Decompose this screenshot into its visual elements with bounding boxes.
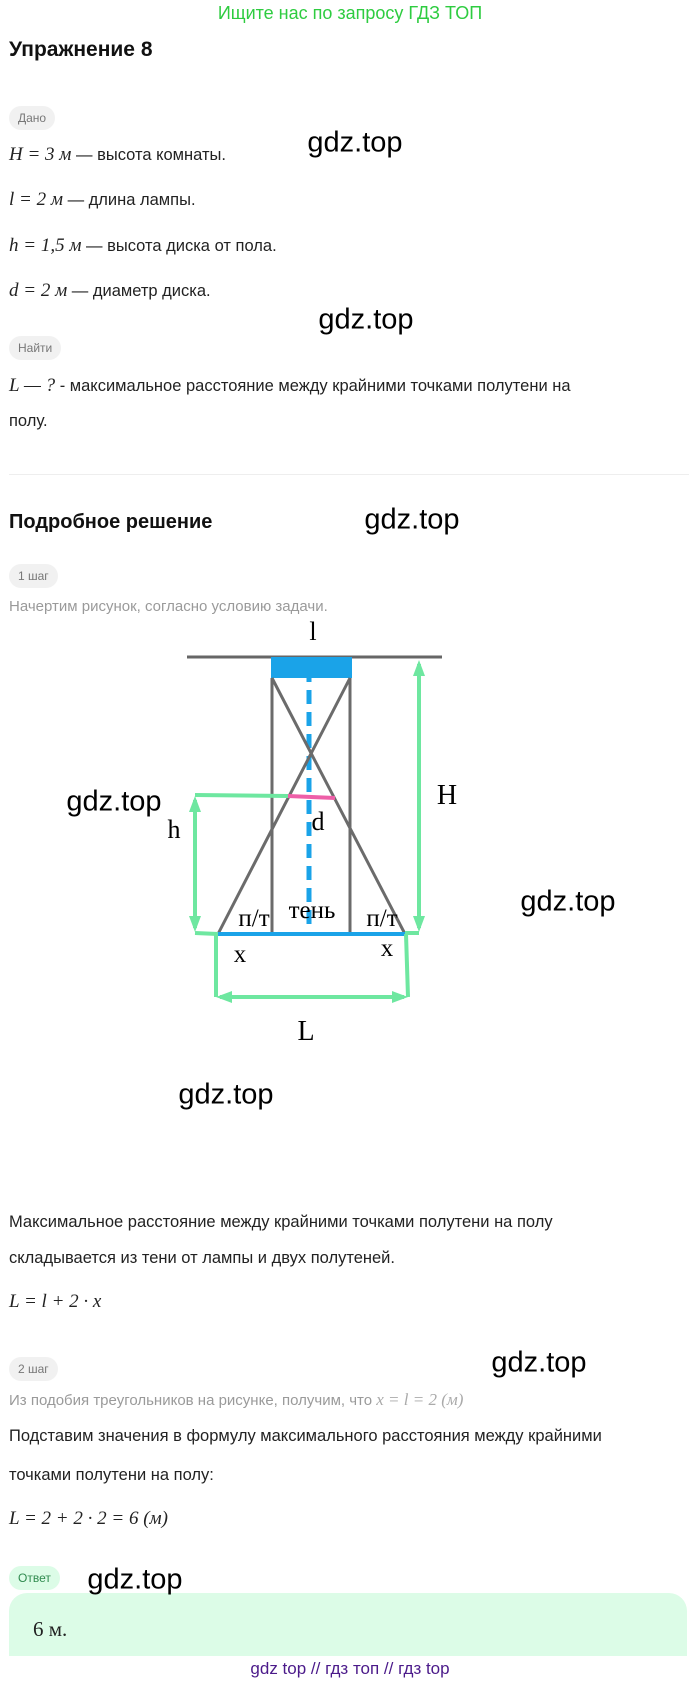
footer-links: gdz top // гдз топ // гдз top (250, 1659, 450, 1678)
given-line-H: H = 3 м — высота комнаты. (9, 144, 226, 165)
step2-badge: 2 шаг (9, 1357, 58, 1381)
watermark: gdz.top (364, 503, 460, 536)
watermark: gdz.top (66, 785, 162, 818)
find-badge: Найти (9, 336, 62, 360)
find-line-cont: полу. (9, 412, 48, 430)
watermark: gdz.top (520, 885, 616, 918)
answer-value: 6 м. (33, 1617, 68, 1641)
step2-text: Из подобия треугольников на рисунке, пол… (9, 1390, 464, 1409)
formula-1: L = l + 2 · x (9, 1291, 102, 1312)
para2-line1: Подставим значения в формулу максимально… (9, 1427, 602, 1445)
exercise-title: Упражнение 8 (9, 38, 153, 61)
ray-diagonal-2 (216, 677, 352, 935)
label-d: d (312, 807, 325, 836)
watermark: gdz.top (318, 303, 414, 336)
step1-text: Начертим рисунок, согласно условию задач… (9, 598, 328, 615)
para2-line2: точками полутени на полу: (9, 1466, 214, 1484)
divider (9, 474, 689, 475)
shadow-diagram: l H d h п/т тень п/т x x L (168, 617, 458, 1047)
label-l: l (309, 617, 316, 646)
label-penumbra-left: п/т (238, 905, 269, 932)
given-line-h: h = 1,5 м — высота диска от пола. (9, 235, 277, 256)
disk-height-guide (194, 793, 289, 798)
step1-badge: 1 шаг (9, 564, 58, 588)
watermark: gdz.top (87, 1563, 183, 1596)
watermark: gdz.top (491, 1346, 587, 1379)
label-x-left: x (234, 941, 247, 968)
watermark: gdz.top (178, 1078, 274, 1111)
search-banner: Ищите нас по запросу ГДЗ ТОП (217, 3, 483, 23)
find-line: L — ? - максимальное расстояние между кр… (9, 375, 571, 396)
solution-title: Подробное решение (9, 511, 213, 533)
label-h: h (168, 815, 181, 844)
answer-badge: Ответ (9, 1566, 60, 1590)
watermark: gdz.top (307, 126, 403, 159)
ray-diagonal-1 (270, 677, 407, 935)
label-shadow: тень (289, 897, 336, 924)
para1-line2: складывается из тени от лампы и двух пол… (9, 1249, 395, 1267)
formula-2: L = 2 + 2 · 2 = 6 (м) (9, 1508, 168, 1529)
lamp (271, 657, 352, 678)
given-line-l: l = 2 м — длина лампы. (9, 189, 196, 210)
given-line-d: d = 2 м — диаметр диска. (9, 280, 211, 301)
label-x-right: x (381, 935, 394, 962)
given-badge: Дано (9, 106, 56, 130)
para1-line1: Максимальное расстояние между крайними т… (9, 1213, 553, 1231)
label-penumbra-right: п/т (366, 905, 397, 932)
label-L: L (297, 1016, 314, 1047)
disk (287, 794, 336, 800)
label-H: H (437, 780, 457, 811)
answer-box: 6 м. (9, 1593, 687, 1656)
